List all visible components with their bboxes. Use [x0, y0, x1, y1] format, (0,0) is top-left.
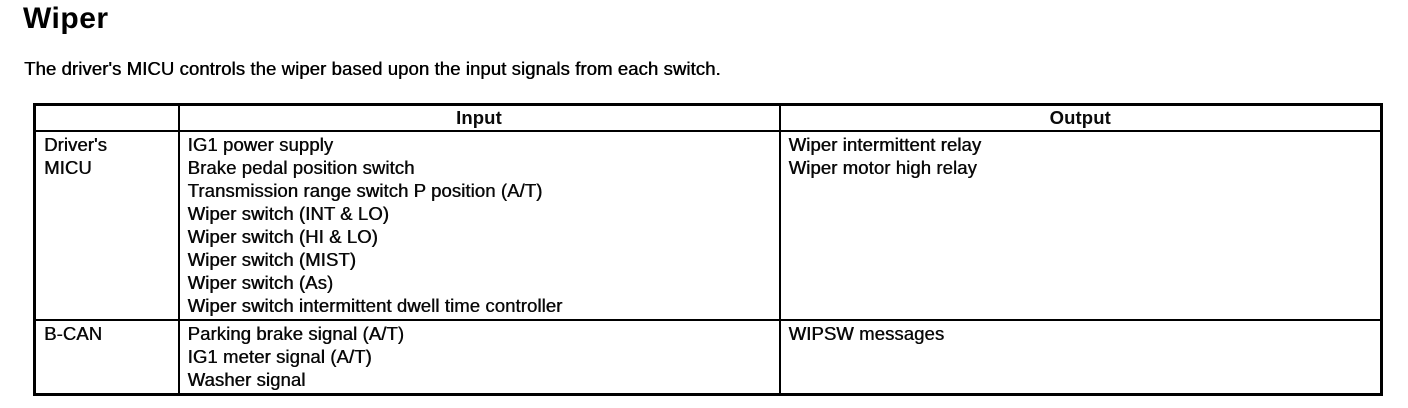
input-item: IG1 meter signal (A/T) — [187, 346, 372, 367]
input-item: Wiper switch intermittent dwell time con… — [187, 295, 563, 316]
input-item: Wiper switch (HI & LO) — [187, 226, 378, 247]
output-item: Wiper intermittent relay — [788, 134, 982, 155]
input-cell-drivers-micu: IG1 power supply Brake pedal position sw… — [177, 130, 781, 321]
table-row-b-can: B-CAN Parking brake signal (A/T) IG1 met… — [33, 319, 1383, 396]
input-item: Washer signal — [187, 369, 306, 390]
input-item: Transmission range switch P position (A/… — [187, 180, 543, 201]
page-description: The driver's MICU controls the wiper bas… — [24, 58, 721, 79]
output-cell-drivers-micu: Wiper intermittent relay Wiper motor hig… — [778, 130, 1383, 321]
input-item: IG1 power supply — [187, 134, 334, 155]
page-title: Wiper — [23, 2, 109, 35]
output-item: WIPSW messages — [788, 323, 945, 344]
input-item: Wiper switch (As) — [187, 272, 334, 293]
wiper-input-output-table: Input Output Driver's MICU IG1 power sup… — [33, 103, 1383, 396]
input-cell-b-can: Parking brake signal (A/T) IG1 meter sig… — [177, 319, 781, 396]
table-header-output: Output — [778, 103, 1383, 132]
source-label-line: MICU — [44, 157, 92, 178]
output-cell-b-can: WIPSW messages — [778, 319, 1383, 396]
source-label-line: B-CAN — [44, 323, 103, 344]
source-label-line: Driver's — [44, 134, 107, 155]
input-item: Brake pedal position switch — [187, 157, 415, 178]
table-header-source — [33, 103, 180, 132]
input-item: Parking brake signal (A/T) — [187, 323, 404, 344]
table-header-input: Input — [177, 103, 781, 132]
source-cell-drivers-micu: Driver's MICU — [33, 130, 180, 321]
table-row-drivers-micu: Driver's MICU IG1 power supply Brake ped… — [33, 130, 1383, 321]
output-item: Wiper motor high relay — [788, 157, 977, 178]
input-item: Wiper switch (INT & LO) — [187, 203, 389, 224]
table-header-row: Input Output — [33, 103, 1383, 132]
source-cell-b-can: B-CAN — [33, 319, 180, 396]
input-item: Wiper switch (MIST) — [187, 249, 356, 270]
